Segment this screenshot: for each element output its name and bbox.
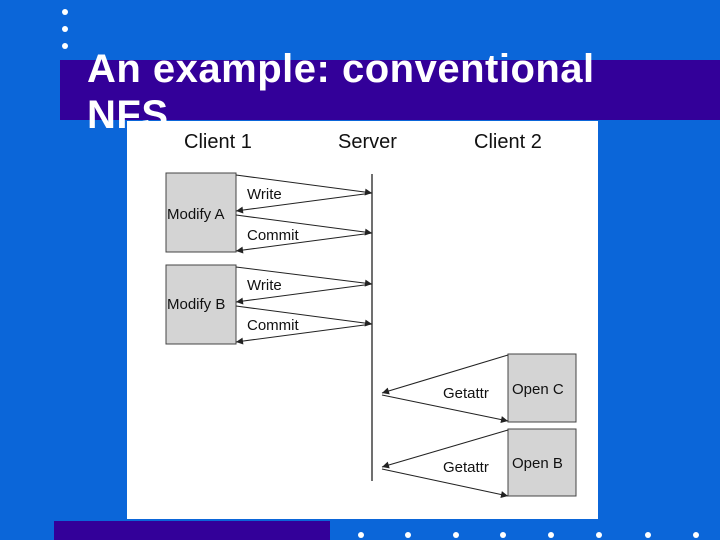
decorative-dot [548,532,554,538]
decorative-dot [358,532,364,538]
open-b-label: Open B [512,455,563,472]
commit-a-reply-arrow [235,232,373,254]
getattr-c-reply-arrow [381,394,509,424]
slide-title: An example: conventional NFS [87,47,595,137]
commit-a-arrow [235,214,373,236]
commit-b-arrow [235,305,373,327]
decorative-dot [693,532,699,538]
decorative-dot [405,532,411,538]
sequence-diagram-svg: Client 1 Server Client 2 Modify A Write … [165,131,577,498]
open-c-box [507,353,577,423]
write-a-label: Write [247,186,282,203]
title-accent-bar [60,60,720,120]
getattr-c-label: Getattr [443,385,489,402]
write-b-label: Write [247,277,282,294]
modify-a-label: Modify A [167,206,225,223]
commit-b-reply-arrow [235,323,373,345]
write-b-arrow [235,266,373,287]
server-header: Server [338,131,397,153]
getattr-b-label: Getattr [443,459,489,476]
decorative-dot [62,43,68,49]
write-a-reply-arrow [235,192,373,214]
decorative-dot [500,532,506,538]
footer-accent-bar [54,521,330,540]
getattr-b-arrow [381,429,509,469]
decorative-dot [645,532,651,538]
write-a-arrow [235,174,373,196]
decorative-dot [596,532,602,538]
decorative-dot [453,532,459,538]
getattr-b-reply-arrow [381,468,509,498]
nfs-sequence-diagram: Client 1 Server Client 2 Modify A Write … [127,121,598,519]
client1-header: Client 1 [184,131,252,153]
commit-a-label: Commit [247,227,299,244]
commit-b-label: Commit [247,317,299,334]
decorative-dot [62,26,68,32]
client2-header: Client 2 [474,131,542,153]
write-b-reply-arrow [235,283,373,305]
open-c-label: Open C [512,381,564,398]
getattr-c-arrow [381,354,509,395]
decorative-dot [62,9,68,15]
open-b-box [507,428,577,497]
modify-b-label: Modify B [167,296,225,313]
